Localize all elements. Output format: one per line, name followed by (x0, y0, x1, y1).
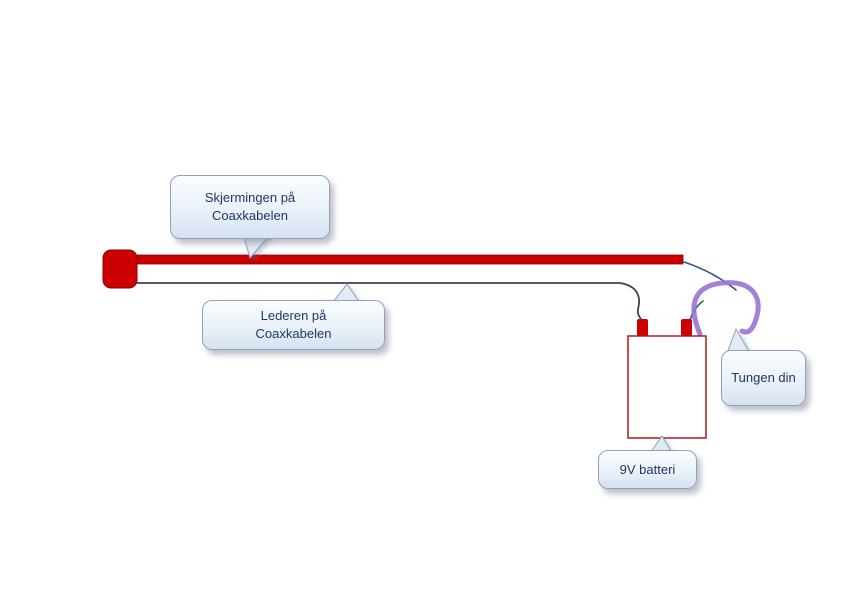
callout-tongue: Tungen din (721, 350, 806, 406)
callout-shield: Skjermingen på Coaxkabelen (170, 175, 330, 239)
callout-conductor-line2: Coaxkabelen (255, 326, 332, 341)
blue-wire-shield-to-tongue (683, 261, 737, 291)
callout-conductor-line1: Lederen på (260, 308, 327, 324)
callout-shield-line1: Skjermingen på (204, 190, 296, 206)
coax-endcap (102, 249, 138, 289)
callout-tongue-label: Tungen din (731, 370, 796, 386)
callout-battery: 9V batteri (598, 450, 697, 489)
callout-conductor: Lederen på Coaxkabelen (202, 300, 385, 350)
battery-terminal-left (637, 319, 648, 336)
callout-shield-line2: Coaxkabelen (212, 208, 288, 223)
coax-shield-line (119, 254, 684, 265)
battery-terminal-right (681, 319, 692, 336)
battery-outline (627, 335, 707, 439)
callout-battery-label: 9V batteri (619, 461, 676, 477)
tongue-arc (691, 280, 761, 337)
